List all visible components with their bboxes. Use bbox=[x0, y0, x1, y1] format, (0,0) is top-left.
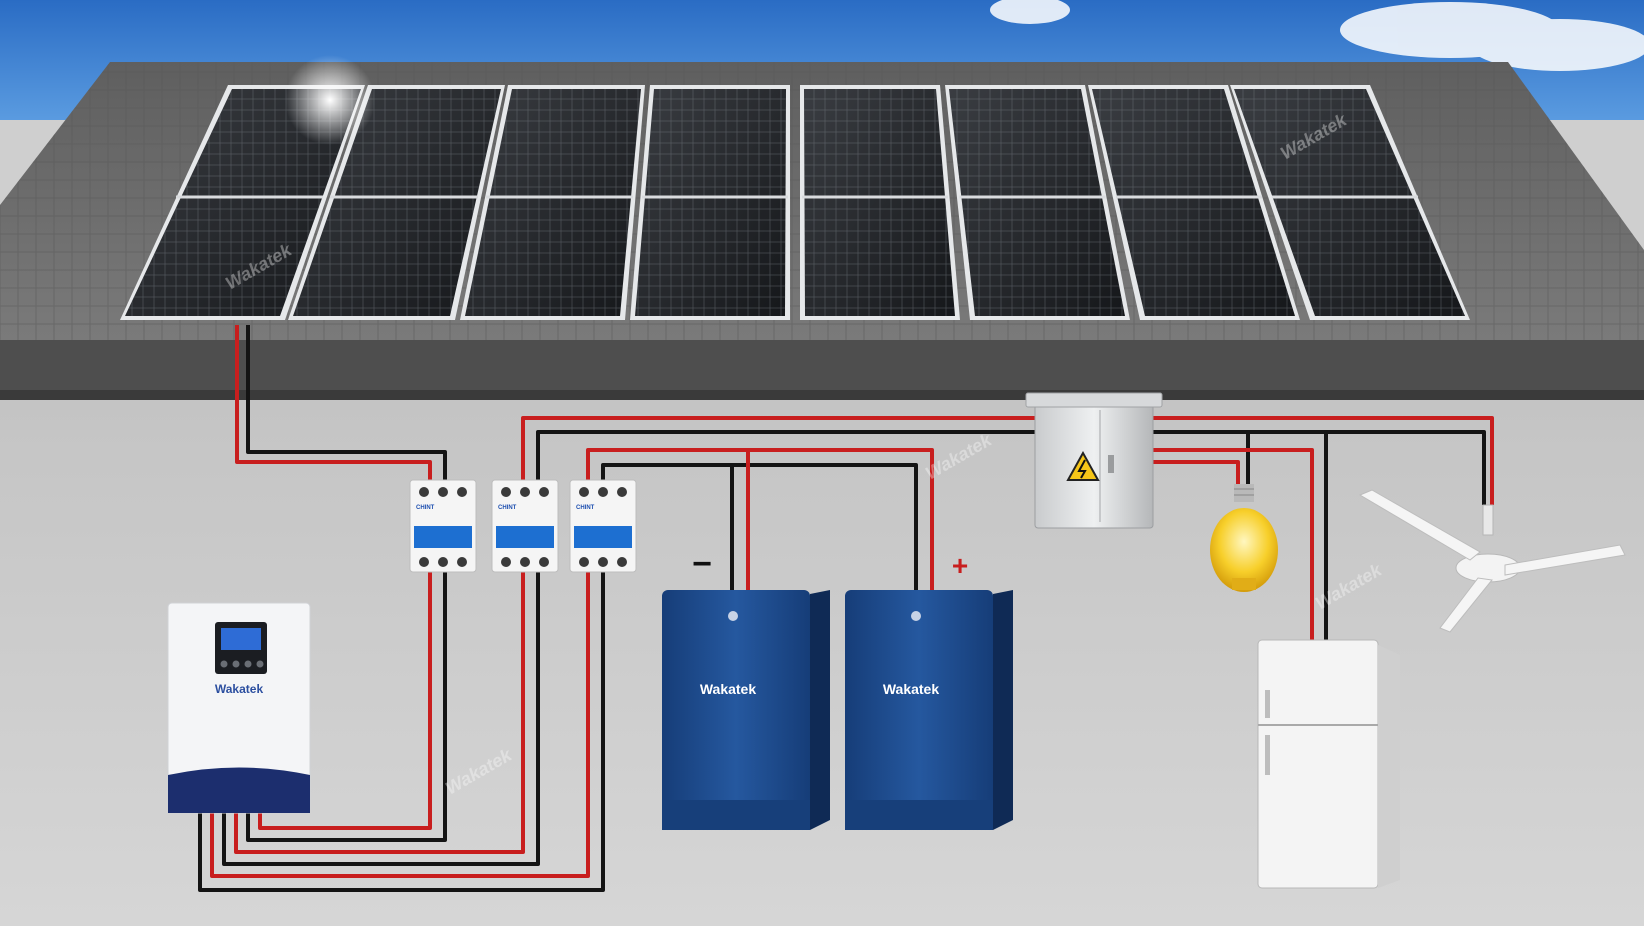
inverter-button bbox=[220, 660, 228, 668]
solar-panel bbox=[800, 85, 960, 320]
solar-panel bbox=[1230, 85, 1470, 320]
circuit-breaker: CHINT bbox=[491, 479, 559, 573]
light-bulb bbox=[1210, 484, 1278, 592]
positive-wire bbox=[258, 572, 432, 830]
cloud bbox=[990, 0, 1644, 71]
solar-panel bbox=[120, 85, 365, 320]
solar-panel bbox=[630, 85, 790, 320]
positive-wire bbox=[1153, 416, 1494, 505]
solar-panel bbox=[1088, 85, 1300, 320]
circuit-breaker-group: CHINT CHINT CHINT bbox=[409, 479, 637, 573]
positive-wire bbox=[1153, 460, 1240, 484]
battery-positive-terminal-label: + bbox=[952, 550, 968, 581]
inverter-button bbox=[244, 660, 252, 668]
inverter-button bbox=[256, 660, 264, 668]
positive-wire bbox=[235, 325, 432, 484]
distribution-box bbox=[1025, 392, 1163, 529]
battery-power-button bbox=[728, 611, 738, 621]
inverter-brand-label: Wakatek bbox=[215, 682, 264, 696]
solar-panel bbox=[460, 85, 645, 320]
wiring bbox=[198, 325, 1494, 892]
refrigerator bbox=[1257, 639, 1400, 889]
lithium-battery-1: Wakatek bbox=[662, 590, 830, 830]
lithium-battery-2: Wakatek bbox=[845, 590, 1013, 830]
negative-wire bbox=[246, 325, 447, 484]
solar-panel-array bbox=[120, 85, 1470, 320]
battery-negative-terminal-label: − bbox=[692, 545, 712, 583]
high-voltage-warning-icon bbox=[1066, 450, 1100, 481]
positive-wire bbox=[234, 416, 1035, 854]
positive-wire bbox=[1153, 448, 1314, 640]
negative-wire bbox=[198, 463, 918, 892]
circuit-breaker: CHINT bbox=[409, 479, 477, 573]
breaker-brand-label: CHINT bbox=[498, 505, 517, 511]
negative-wire bbox=[246, 572, 447, 842]
ceiling-fan bbox=[1358, 489, 1626, 633]
positive-wire bbox=[210, 448, 934, 878]
inverter-button bbox=[232, 660, 240, 668]
breaker-brand-label: CHINT bbox=[416, 505, 435, 511]
hybrid-inverter: Wakatek bbox=[167, 602, 311, 814]
negative-wire bbox=[1153, 430, 1486, 505]
solar-panel bbox=[288, 85, 505, 320]
circuit-breaker: CHINT bbox=[569, 479, 637, 573]
battery-brand-label: Wakatek bbox=[700, 681, 757, 697]
negative-wire bbox=[222, 430, 1035, 866]
solar-panel bbox=[945, 85, 1130, 320]
battery-brand-label: Wakatek bbox=[883, 681, 940, 697]
sun-reflection bbox=[285, 55, 375, 145]
breaker-brand-label: CHINT bbox=[576, 505, 595, 511]
battery-power-button bbox=[911, 611, 921, 621]
